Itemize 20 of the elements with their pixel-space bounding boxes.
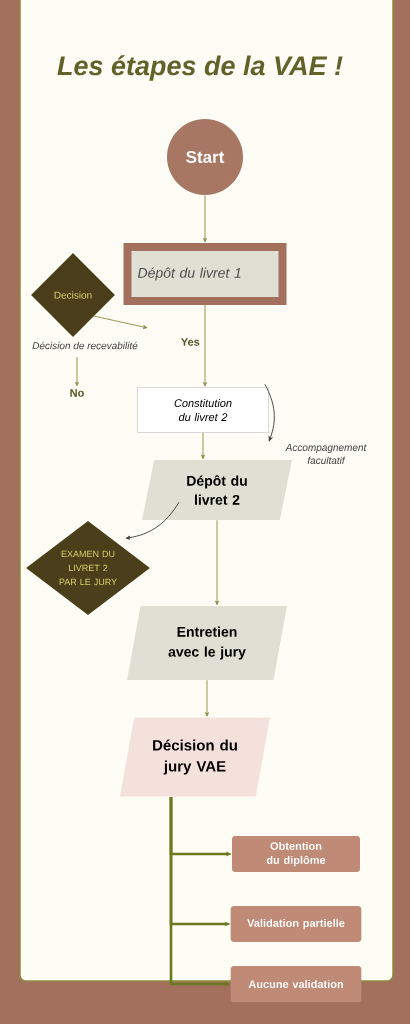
- branch-label: No: [70, 389, 84, 397]
- edge-label: Yes: [179, 337, 201, 347]
- arrow: [93, 315, 148, 329]
- data-parallelogram: Dépôt du livret 2: [142, 460, 292, 520]
- arrow: [203, 194, 207, 243]
- arrow: [201, 432, 205, 460]
- arrow: [203, 304, 207, 387]
- arrow: [205, 679, 209, 717]
- arrow: [125, 501, 180, 540]
- outcome-box: Aucune validation: [230, 966, 362, 1002]
- outcome-box: Validation partielle: [230, 906, 362, 942]
- arrow: [75, 356, 79, 387]
- data-parallelogram: Entretien avec le jury: [127, 606, 287, 680]
- outcome-box: Obtention du diplôme: [232, 836, 360, 872]
- title: Les étapes de la VAE !: [57, 55, 343, 81]
- caption-text: Décision de recevabilité: [32, 341, 138, 350]
- process-box: Constitution du livret 2: [137, 387, 269, 433]
- arrow: [215, 519, 219, 606]
- process-box: Dépôt du livret 1: [123, 243, 287, 305]
- arrow: [264, 383, 275, 442]
